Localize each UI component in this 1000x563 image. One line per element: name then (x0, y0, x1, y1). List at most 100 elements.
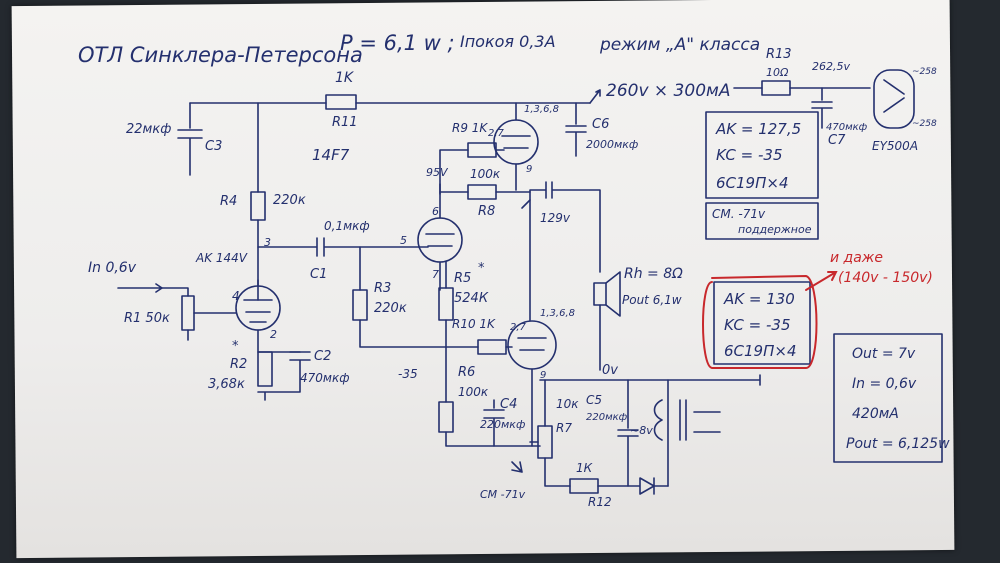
info-box-1 (705, 111, 819, 199)
c2-capacitor (257, 351, 311, 401)
box2-cm-label: CM. -71v (712, 207, 766, 221)
voltages-v258a-label: ~258 (912, 67, 937, 77)
voltages-v95-label: 95V (426, 166, 449, 179)
components-c5_val-label: 220мкф (586, 412, 628, 423)
box4-ma-label: 420мА (852, 406, 899, 422)
r9-resistor (467, 142, 497, 158)
rectifier-tube (873, 69, 915, 129)
components-r8-label: R8 (478, 204, 495, 219)
mode-label: режим „А" класса (599, 35, 760, 55)
wire-or-symbol (359, 246, 447, 348)
red-note-line2: (140v - 150v) (838, 270, 933, 286)
voltages-pins-2-label: 9 (526, 164, 532, 175)
components-c3-label: C3 (205, 139, 222, 154)
tube-v2 (417, 217, 463, 263)
components-r3-label: R3 (374, 281, 391, 296)
info-box-2 (705, 202, 819, 240)
r13-resistor (761, 80, 791, 96)
wire-or-symbol (597, 477, 669, 495)
components-r13-label: R13 (766, 47, 792, 62)
voltages-pins-4-label: 5 (400, 234, 407, 247)
voltages-pins-0-label: 1,3,6,8 (524, 104, 559, 115)
components-r4-label: R4 (220, 194, 237, 209)
info-box-4 (833, 333, 943, 463)
voltages-pins-7-label: 4 (232, 289, 240, 303)
r12-resistor (569, 478, 599, 494)
components-r5-label: R5 (454, 271, 471, 286)
components-r10-label: R10 1K (452, 317, 496, 331)
box4-out-label: Out = 7v (852, 346, 916, 362)
components-r12-label: R12 (588, 495, 612, 509)
components-c7-label: C7 (828, 133, 846, 148)
voltages-pins-10-label: 2,7 (510, 322, 527, 333)
c4-capacitor (483, 399, 505, 447)
components-c7_val-label: 470мкф (826, 122, 868, 133)
components-c6-label: C6 (592, 117, 609, 132)
c6-capacitor (565, 102, 587, 157)
voltages-v2625-label: 262,5v (812, 60, 850, 73)
voltages-cm-label: CM -71v (480, 488, 526, 501)
box3-ak-label: AK = 130 (723, 290, 795, 308)
components-r13_val-label: 10Ω (766, 66, 789, 79)
red-arrow (805, 271, 838, 291)
components-r11-label: R11 (332, 115, 358, 130)
box4-in-label: In = 0,6v (852, 376, 917, 392)
wire-or-symbol (425, 149, 469, 291)
r2-resistor (257, 351, 273, 387)
components-r1-label: R1 50к (124, 311, 170, 326)
box1-tube-label: 6C19П×4 (716, 174, 789, 192)
input-arrow (117, 283, 163, 293)
r8-resistor (467, 184, 497, 200)
voltages-pins-3-label: 6 (432, 205, 439, 218)
c3-capacitor (177, 102, 203, 176)
components-r6_val-label: 100к (458, 385, 489, 399)
r7-resistor (537, 425, 553, 459)
voltages-pins-8-label: 2 (270, 328, 277, 341)
wire-or-symbol (599, 271, 621, 371)
components-c4-label: C4 (500, 397, 517, 412)
components-r6-label: R6 (458, 365, 475, 380)
speaker (593, 282, 607, 306)
voltages-ac8-label: ~8v (630, 424, 653, 437)
r4-resistor (250, 191, 266, 221)
box4-pout-label: Pout = 6,125w (846, 436, 950, 452)
voltages-pins-13-label: * (478, 261, 485, 276)
voltages-zero-label: 0v (602, 363, 618, 378)
components-r2_val-label: 3,68к (208, 377, 245, 392)
wire-or-symbol (501, 102, 531, 191)
voltages-pins-11-label: 9 (540, 370, 546, 381)
voltages-pins-12-label: * (232, 339, 239, 354)
wire-or-symbol (243, 279, 273, 323)
filament-transformer (653, 379, 721, 487)
components-c4_val-label: 220мкф (480, 418, 525, 431)
box3-kc-label: KC = -35 (724, 316, 791, 334)
components-r5_val-label: 524К (454, 291, 489, 306)
wire-or-symbol (511, 461, 523, 473)
wire-or-symbol (257, 329, 301, 353)
r6-resistor (438, 401, 454, 433)
components-r2-label: R2 (230, 357, 247, 372)
components-pout-label: Pout 6,1w (622, 293, 682, 307)
voltages-ak144-label: AK 144V (195, 251, 248, 265)
wire-or-symbol (161, 287, 237, 341)
box1-kc-label: KC = -35 (716, 146, 783, 164)
r3-resistor (352, 289, 368, 321)
ground-line (539, 374, 761, 386)
voltages-minus35-label: -35 (398, 367, 418, 381)
supply-label: 260v × 300мА (606, 81, 730, 101)
components-c6_val-label: 2000мкф (586, 138, 638, 151)
components-r11_val-label: 1K (335, 70, 355, 86)
voltages-in_lbl-label: In 0,6v (88, 260, 137, 276)
components-c5-label: C5 (586, 393, 602, 407)
tube-v3-upper (493, 119, 539, 165)
voltages-v129-label: 129v (540, 211, 571, 225)
title: ОТЛ Синклера-Петерсона (78, 43, 363, 67)
tube-label: 14F7 (312, 146, 350, 164)
components-c2-label: C2 (314, 349, 331, 364)
components-r8_val-label: 100к (470, 167, 501, 181)
voltages-pins-9-label: 1,3,6,8 (540, 308, 575, 319)
wire-or-symbol (529, 181, 601, 321)
components-c2_val-label: 470мкф (300, 371, 349, 385)
wire-or-symbol (529, 379, 571, 487)
